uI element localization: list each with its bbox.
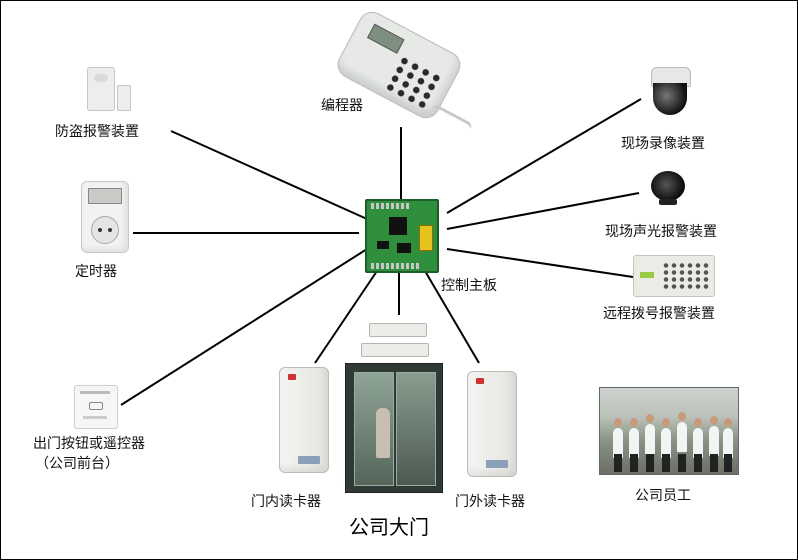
burglar-sensor-icon bbox=[87, 67, 135, 111]
line-reader-in bbox=[314, 270, 378, 364]
company-gate-label: 公司大门 bbox=[349, 515, 429, 539]
card-reader-in-icon bbox=[279, 367, 329, 473]
line-burglar-alarm bbox=[170, 130, 368, 220]
reader-in-label: 门内读卡器 bbox=[251, 494, 321, 510]
dome-camera-icon bbox=[647, 67, 693, 121]
control-board-label: 控制主板 bbox=[441, 278, 497, 294]
door-photo bbox=[345, 363, 443, 493]
sound-light-alarm-label: 现场声光报警装置 bbox=[605, 224, 717, 240]
timer-label: 定时器 bbox=[75, 264, 117, 280]
burglar-alarm-label: 防盗报警装置 bbox=[55, 124, 139, 140]
line-remote-dial-alarm bbox=[446, 248, 634, 278]
alarm-horn-icon bbox=[647, 169, 691, 207]
employees-label: 公司员工 bbox=[635, 488, 691, 504]
card-reader-out-icon bbox=[467, 371, 517, 477]
reader-out-label: 门外读卡器 bbox=[455, 494, 525, 510]
timer-socket-icon bbox=[81, 181, 129, 253]
front-desk-label: （公司前台） bbox=[35, 456, 119, 472]
surveillance-label: 现场录像装置 bbox=[621, 136, 705, 152]
exit-button-icon bbox=[74, 385, 118, 429]
staff-photo bbox=[599, 387, 739, 475]
line-surveillance bbox=[446, 98, 642, 214]
programmer-label: 编程器 bbox=[321, 98, 363, 114]
programmer-device-icon bbox=[332, 6, 474, 141]
line-exit-button bbox=[120, 248, 368, 406]
line-reader-out bbox=[424, 270, 480, 364]
exit-button-label: 出门按钮或遥控器 bbox=[33, 436, 145, 452]
magnetic-contact-icon bbox=[361, 321, 431, 361]
line-sound-light-alarm bbox=[446, 192, 640, 230]
dial-alarm-keypad-icon bbox=[633, 255, 715, 297]
control-board-icon bbox=[365, 199, 439, 273]
remote-dial-alarm-label: 远程拨号报警装置 bbox=[603, 306, 715, 322]
